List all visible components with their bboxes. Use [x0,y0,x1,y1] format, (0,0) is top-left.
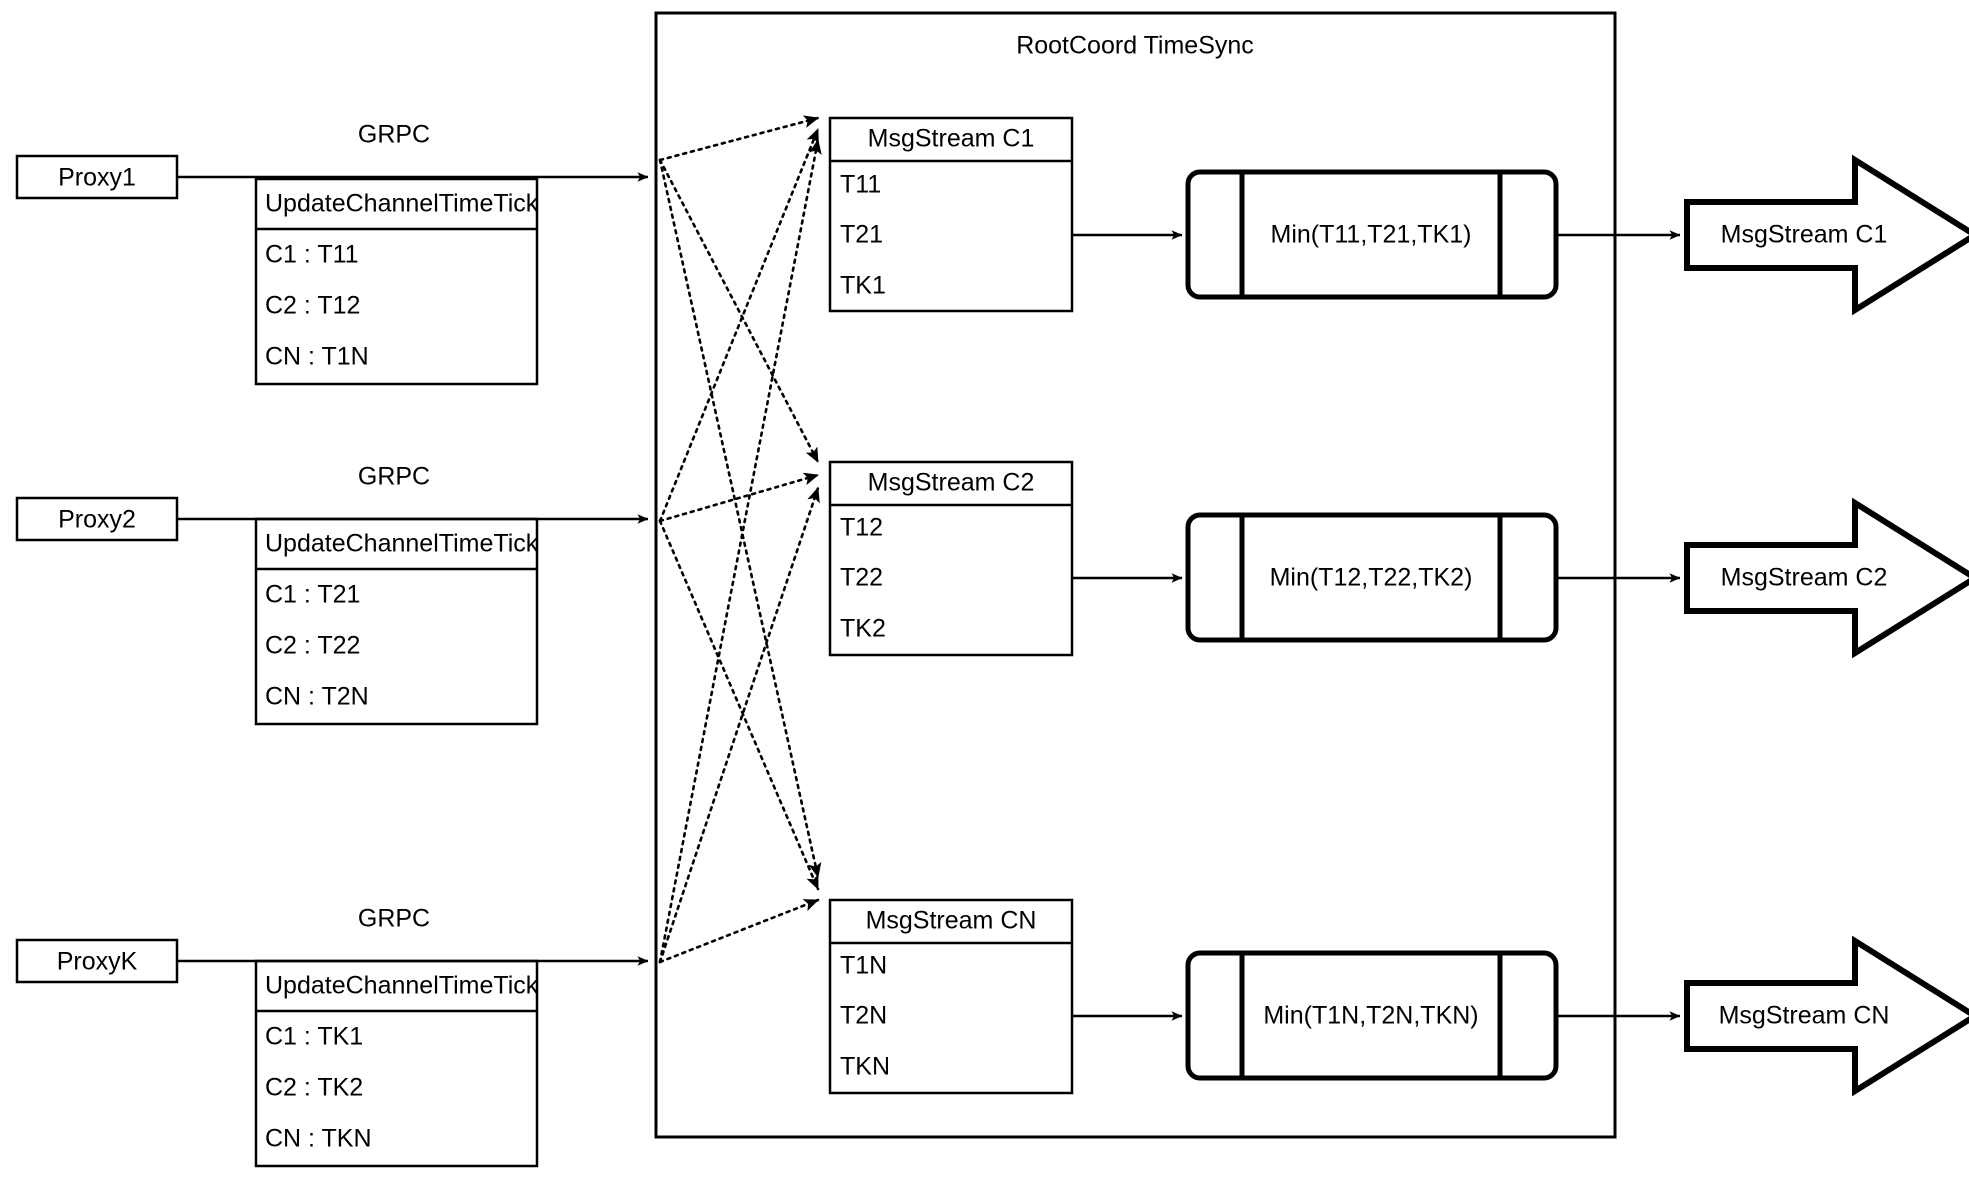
message-row-2-3: CN : T2N [265,682,369,711]
message-row-2-2: C2 : T22 [265,631,361,660]
min-process-label-1: Min(T11,T21,TK1) [1270,220,1472,249]
min-process-label-3: Min(T1N,T2N,TKN) [1263,1001,1479,1030]
message-row-1-2: C2 : T12 [265,291,361,320]
fanout-p1-c1 [658,115,820,162]
fanout-p2-c2 [658,472,820,523]
msgstream-row-2-1: T12 [840,513,884,542]
container-title: RootCoord TimeSync [1016,31,1254,60]
proxy-label-2[interactable]: Proxy2 [58,505,136,534]
fanout-p2-cn [658,519,820,891]
msgstream-header-1: MsgStream C1 [867,124,1035,153]
grpc-label-1: GRPC [357,120,431,149]
msgstream-row-3-2: T2N [840,1001,888,1030]
output-arrow-label-2: MsgStream C2 [1720,563,1888,592]
grpc-label-2: GRPC [357,462,431,491]
output-arrow-label-3: MsgStream CN [1718,1001,1890,1030]
min-process-label-2: Min(T12,T22,TK2) [1269,563,1473,592]
proxy-label-3[interactable]: ProxyK [56,947,138,976]
fanout-p2-c1 [658,127,820,523]
msgstream-row-1-3: TK1 [840,271,886,300]
message-row-2-1: C1 : T21 [265,580,361,609]
msgstream-row-2-2: T22 [840,563,884,592]
msgstream-row-2-3: TK2 [840,614,886,643]
fanout-p1-c2 [658,158,820,464]
message-header-3: UpdateChannelTimeTick [265,971,539,1000]
fanout-p3-c1 [658,138,822,964]
grpc-label-3: GRPC [357,904,431,933]
msgstream-row-3-1: T1N [840,951,888,980]
message-header-1: UpdateChannelTimeTick [265,189,539,218]
msgstream-row-1-2: T21 [840,220,884,249]
message-header-2: UpdateChannelTimeTick [265,529,539,558]
message-row-3-1: C1 : TK1 [265,1022,364,1051]
output-arrow-label-1: MsgStream C1 [1720,220,1888,249]
msgstream-row-3-3: TKN [840,1052,890,1081]
fanout-p3-c2 [658,486,820,964]
message-row-1-1: C1 : T11 [265,240,359,269]
timetick-fanout-edges [658,115,822,964]
message-row-3-2: C2 : TK2 [265,1073,364,1102]
msgstream-row-1-1: T11 [840,170,882,199]
fanout-p3-cn [658,898,820,964]
msgstream-header-2: MsgStream C2 [867,468,1035,497]
message-row-1-3: CN : T1N [265,342,369,371]
msgstream-header-3: MsgStream CN [865,906,1037,935]
fanout-p1-cn [658,158,822,879]
message-row-3-3: CN : TKN [265,1124,372,1153]
proxy-label-1[interactable]: Proxy1 [58,163,136,192]
